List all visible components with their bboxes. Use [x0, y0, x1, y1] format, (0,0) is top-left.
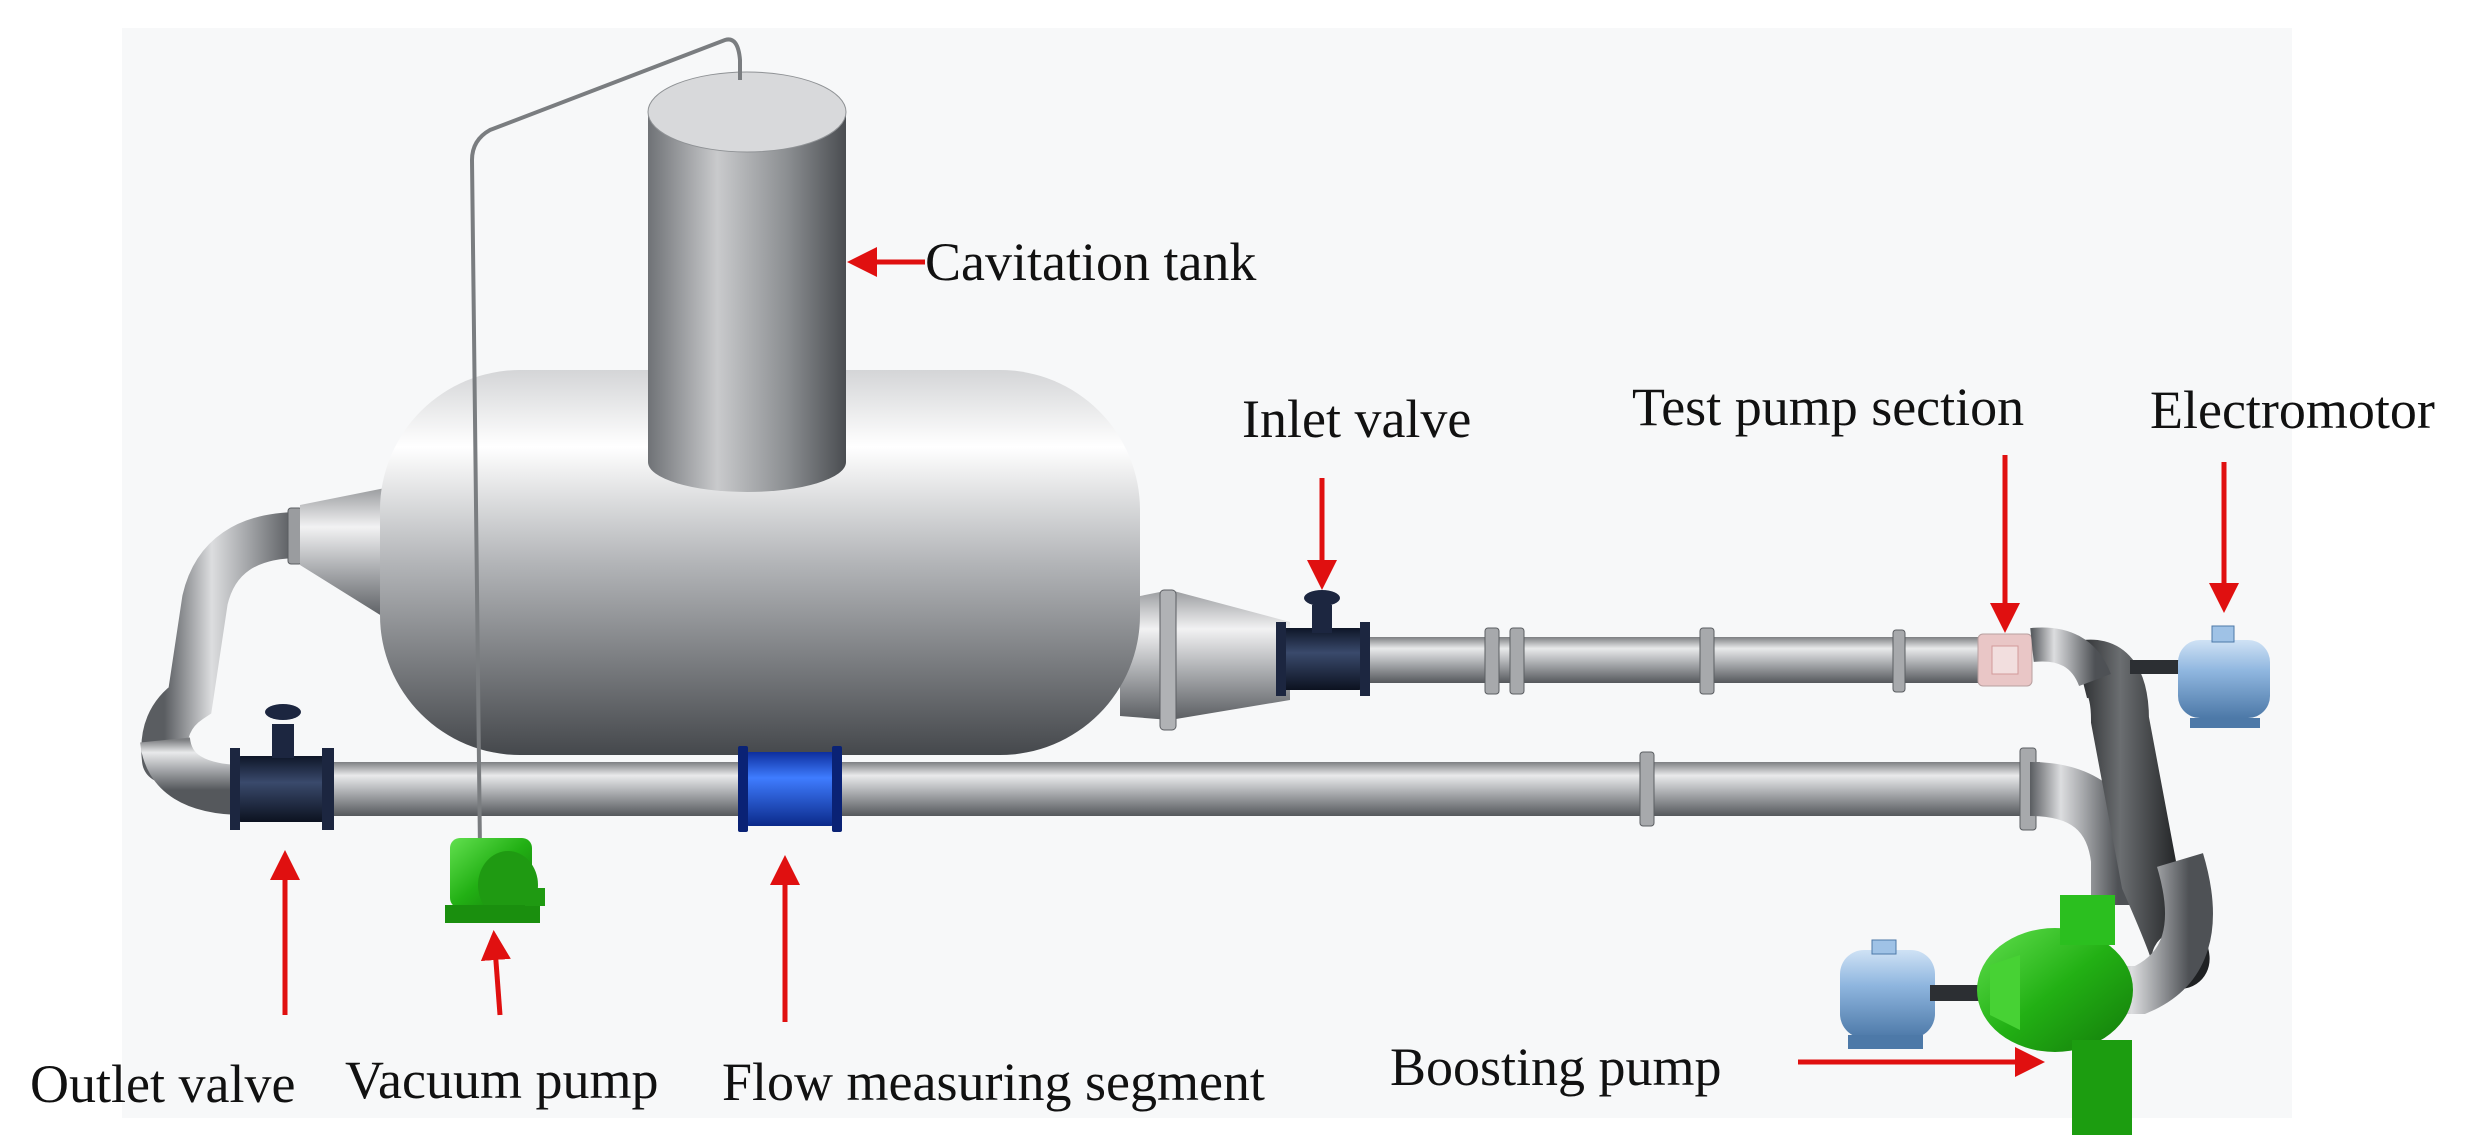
- outlet-valve-icon: [230, 704, 334, 830]
- label-cavitation-tank: Cavitation tank: [925, 232, 1256, 292]
- upper-flange-2: [1509, 627, 1525, 695]
- horizontal-vessel: [380, 370, 1140, 755]
- boosting-pump-icon: [1977, 895, 2133, 1135]
- tank-left-cone: [300, 488, 385, 618]
- test-pump-section-icon: [1977, 627, 2111, 687]
- label-flow-measuring-segment: Flow measuring segment: [722, 1052, 1265, 1112]
- pipe-network: [140, 507, 2213, 1014]
- label-boosting-pump: Boosting pump: [1390, 1037, 1722, 1097]
- flow-measuring-segment-icon: [738, 746, 842, 832]
- vacuum-pump-icon: [445, 838, 545, 923]
- electromotor-icon: [2130, 625, 2270, 728]
- boosting-motor-icon: [1840, 939, 2000, 1049]
- label-vacuum-pump: Vacuum pump: [345, 1050, 658, 1110]
- bottom-main-pipe: [240, 762, 2040, 816]
- bottom-pipe-flange-1: [1639, 751, 1655, 827]
- right-outer-pipe: [2100, 853, 2213, 1014]
- arrow-vacuum-pump: [480, 930, 511, 1016]
- inlet-valve-icon: [1276, 590, 1370, 696]
- upper-main-pipe: [1350, 637, 1990, 683]
- upper-flange-1: [1484, 627, 1500, 695]
- vacuum-line: [469, 37, 742, 851]
- label-outlet-valve: Outlet valve: [30, 1054, 295, 1114]
- cavitation-tank-assembly: [300, 37, 1290, 851]
- cavitation-tank-icon: [647, 71, 847, 492]
- label-electromotor: Electromotor: [2150, 380, 2435, 440]
- tank-right-flange: [1159, 589, 1177, 731]
- upper-flange-4: [1892, 629, 1906, 693]
- left-flange: [287, 507, 303, 565]
- labels: Cavitation tank Inlet valve Test pump se…: [30, 232, 2435, 1114]
- label-inlet-valve: Inlet valve: [1242, 389, 1471, 449]
- upper-flange-3: [1699, 627, 1715, 695]
- label-test-pump-section: Test pump section: [1632, 377, 2024, 437]
- left-loop-pipe: [141, 512, 323, 783]
- callout-arrows: [270, 247, 2239, 1077]
- left-loop-bend-bottom: [140, 735, 246, 815]
